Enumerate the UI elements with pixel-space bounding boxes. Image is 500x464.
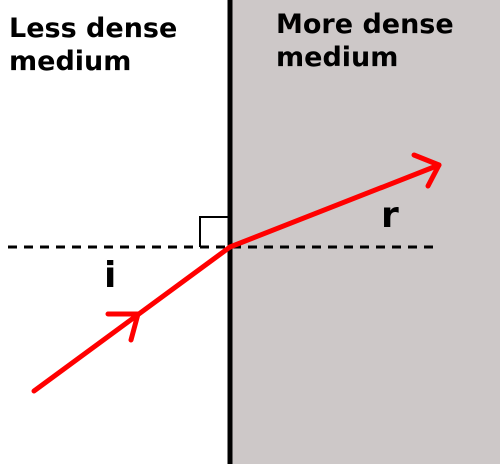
more-dense-label-line1: More dense: [276, 9, 454, 40]
less-dense-label-line2: medium: [9, 46, 132, 77]
incident-arrowhead-icon: [105, 311, 141, 343]
refracted-ray: [227, 162, 442, 250]
less-dense-label-line1: Less dense: [9, 13, 178, 44]
more-dense-medium-label: More dense medium: [276, 8, 454, 74]
refracted-arrowhead-icon: [411, 152, 442, 189]
more-dense-label-line2: medium: [276, 42, 399, 73]
less-dense-medium-label: Less dense medium: [9, 12, 177, 78]
right-angle-marker: [199, 216, 230, 247]
angle-of-incidence-label: i: [104, 255, 117, 296]
incident-ray: [31, 244, 233, 394]
angle-of-refraction-label: r: [381, 195, 399, 236]
